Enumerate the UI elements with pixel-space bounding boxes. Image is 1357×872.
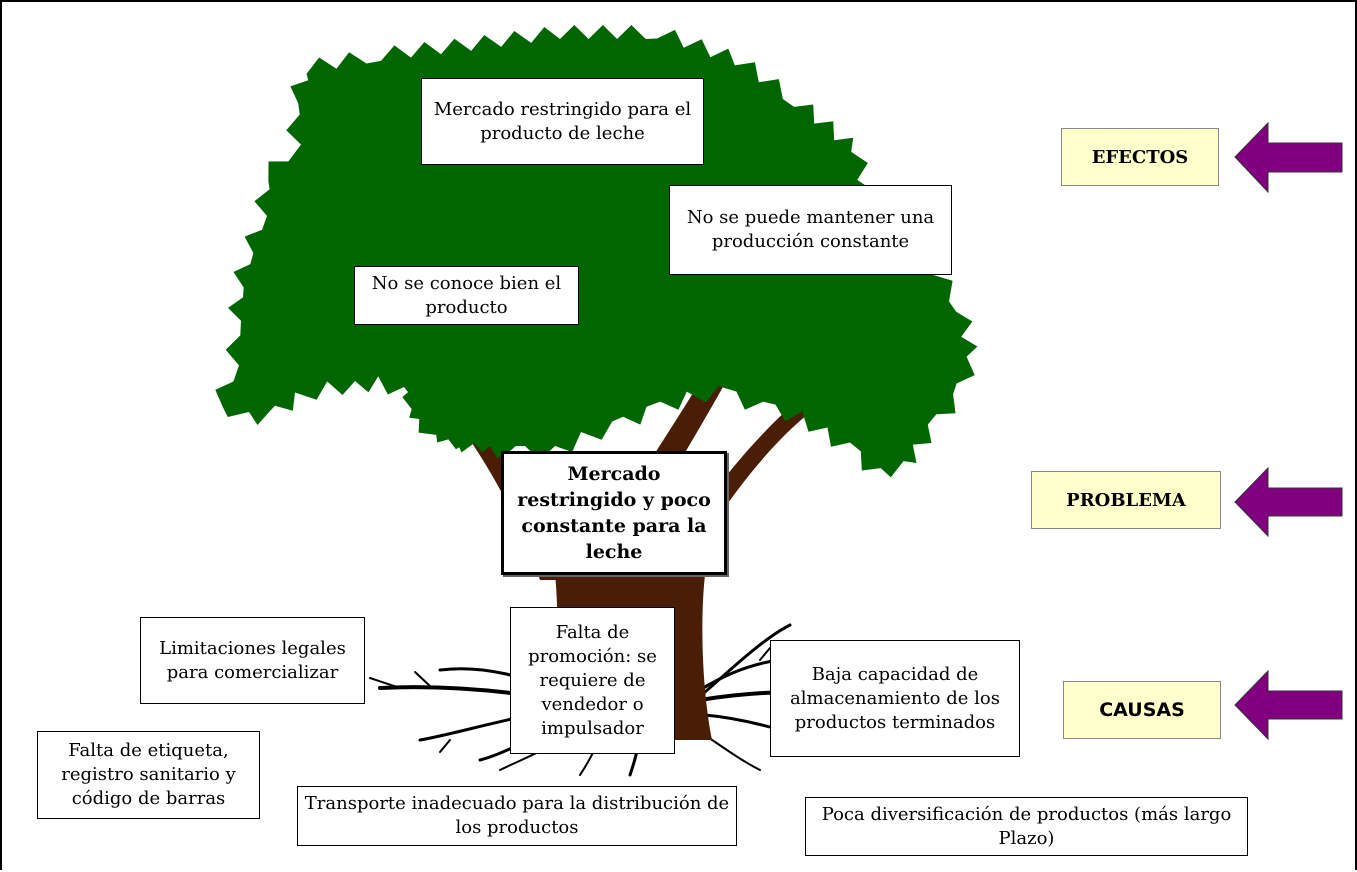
problem-text: Mercado restringido y poco constante par… — [517, 463, 711, 563]
root-line — [759, 647, 771, 661]
root-line — [369, 677, 401, 689]
cause-text: Baja capacidad de almacenamiento de los … — [790, 663, 1000, 733]
cause-box-storage: Baja capacidad de almacenamiento de los … — [770, 640, 1020, 757]
effects-label: EFECTOS — [1091, 146, 1189, 168]
problem-box: Mercado restringido y poco constante par… — [501, 451, 727, 575]
effect-text: No se conoce bien el producto — [371, 272, 562, 318]
effect-text: No se puede mantener una producción cons… — [686, 207, 935, 252]
left-arrow-icon — [1234, 466, 1343, 538]
root-line — [414, 671, 431, 687]
cause-box-labeling: Falta de etiqueta, registro sanitario y … — [37, 731, 260, 819]
cause-box-promotion: Falta de promoción: se requiere de vende… — [510, 607, 675, 754]
left-arrow-icon — [1234, 669, 1343, 741]
cause-text: Poca diversificación de productos (más l… — [821, 803, 1232, 849]
effects-tag: EFECTOS — [1061, 128, 1219, 186]
cause-text: Falta de etiqueta, registro sanitario y … — [61, 740, 236, 809]
problem-label: PROBLEMA — [1066, 489, 1186, 511]
cause-box-transport: Transporte inadecuado para la distribuci… — [297, 786, 737, 846]
left-arrow-icon — [1234, 121, 1343, 194]
cause-box-legal-limits: Limitaciones legales para comercializar — [140, 617, 365, 704]
effect-text: Mercado restringido para el producto de … — [433, 98, 692, 144]
cause-text: Limitaciones legales para comercializar — [159, 637, 346, 683]
effect-box-restricted-market: Mercado restringido para el producto de … — [421, 78, 704, 165]
root-line — [439, 739, 451, 753]
cause-box-diversification: Poca diversificación de productos (más l… — [805, 797, 1248, 856]
cause-text: Transporte inadecuado para la distribuci… — [304, 793, 730, 838]
effect-box-unknown-product: No se conoce bien el producto — [354, 266, 579, 325]
problem-tag: PROBLEMA — [1031, 471, 1221, 529]
causes-label: CAUSAS — [1099, 699, 1185, 721]
effect-box-constant-production: No se puede mantener una producción cons… — [669, 185, 952, 275]
cause-text: Falta de promoción: se requiere de vende… — [528, 621, 657, 739]
tree-foliage — [215, 25, 978, 478]
causes-tag: CAUSAS — [1063, 681, 1221, 739]
